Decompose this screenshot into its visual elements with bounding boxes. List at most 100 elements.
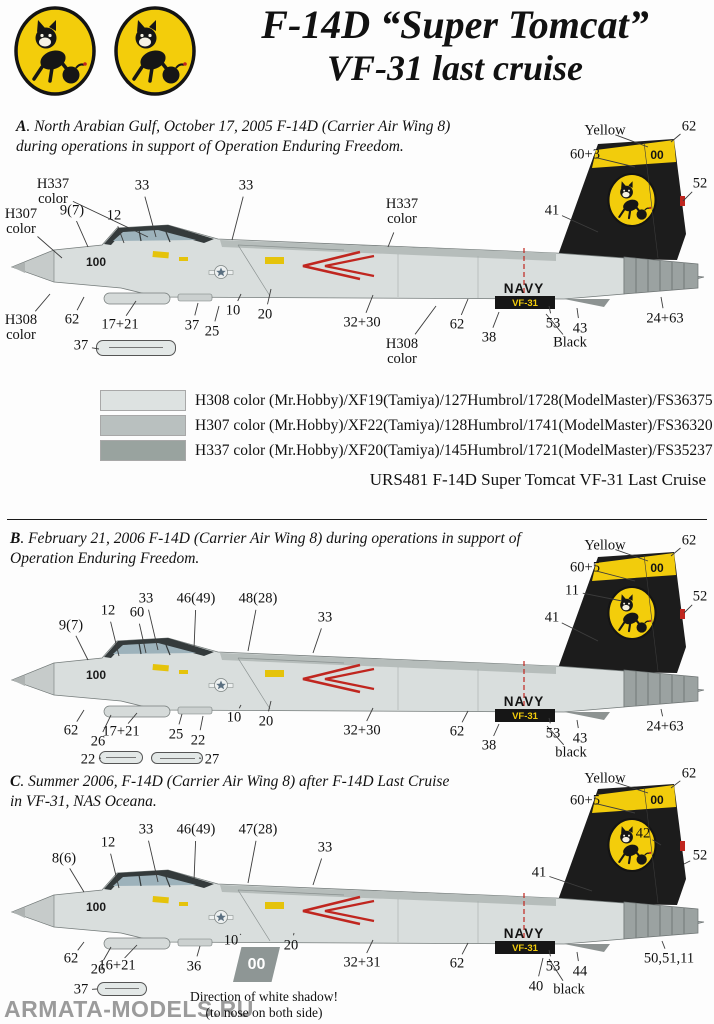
- callout-53: 53: [545, 315, 561, 332]
- caption-b: B. February 21, 2006 F-14D (Carrier Air …: [10, 529, 558, 569]
- callout-44: 44: [572, 963, 588, 980]
- callout-10: 10: [225, 302, 241, 319]
- callout-42: 42: [635, 825, 651, 842]
- callout-17+21: 17+21: [102, 723, 140, 740]
- spare-part-drawing: [97, 982, 147, 996]
- callout-33: 33: [134, 177, 150, 194]
- title-line-1: F-14D “Super Tomcat”: [261, 2, 649, 47]
- callout-h337-color: H337 color: [36, 175, 70, 207]
- color-swatch: [100, 415, 186, 436]
- callout-52: 52: [692, 175, 708, 192]
- callout-62: 62: [449, 955, 465, 972]
- caption-c: C. Summer 2006, F-14D (Carrier Air Wing …: [10, 772, 462, 812]
- callout-12: 12: [100, 602, 116, 619]
- callout-33: 33: [138, 590, 154, 607]
- callout-47-28-: 47(28): [238, 821, 278, 838]
- page-title: F-14D “Super Tomcat” VF-31 last cruise: [200, 2, 710, 90]
- title-line-2: VF-31 last cruise: [326, 48, 584, 89]
- aircraft-profile-b: [8, 549, 708, 724]
- shadow-direction-note: Direction of white shadow! (to nose on b…: [158, 989, 370, 1021]
- callout-32+31: 32+31: [343, 954, 381, 971]
- caption-c-text: . Summer 2006, F-14D (Carrier Air Wing 8…: [10, 773, 450, 810]
- callout-43: 43: [572, 730, 588, 747]
- callout-25: 25: [204, 323, 220, 340]
- callout-38: 38: [481, 737, 497, 754]
- leader-line: [493, 723, 500, 737]
- callout-62: 62: [449, 316, 465, 333]
- callout-37: 37: [73, 337, 89, 354]
- color-swatch: [100, 440, 186, 461]
- leader-line: [538, 957, 544, 977]
- callout-yellow: Yellow: [584, 122, 626, 139]
- callout-46-49-: 46(49): [176, 821, 216, 838]
- callout-27: 27: [204, 751, 220, 768]
- callout-60+3: 60+3: [570, 146, 600, 163]
- callout-h307-color: H307 color: [4, 205, 38, 237]
- callout-black: Black: [553, 334, 587, 351]
- callout-h337-color: H337 color: [385, 195, 419, 227]
- color-table: H308 color (Mr.Hobby)/XF19(Tamiya)/127Hu…: [100, 388, 713, 463]
- callout-33: 33: [238, 177, 254, 194]
- callout-62: 62: [63, 722, 79, 739]
- color-table-row: H307 color (Mr.Hobby)/XF22(Tamiya)/128Hu…: [100, 413, 713, 438]
- color-row-label: H307 color (Mr.Hobby)/XF22(Tamiya)/128Hu…: [195, 416, 713, 434]
- callout-26: 26: [90, 961, 106, 978]
- white-shadow-sample: 00: [233, 947, 280, 982]
- callout-46-49-: 46(49): [176, 590, 216, 607]
- caption-a-letter: A: [16, 118, 27, 135]
- callout-52: 52: [692, 847, 708, 864]
- callout-33: 33: [138, 821, 154, 838]
- spare-part-drawing: [151, 752, 203, 764]
- callout-62: 62: [449, 723, 465, 740]
- callout-h308-color: H308 color: [4, 311, 38, 343]
- callout-60+5: 60+5: [570, 792, 600, 809]
- callout-20: 20: [283, 937, 299, 954]
- callout-32+30: 32+30: [343, 314, 381, 331]
- callout-20: 20: [258, 713, 274, 730]
- caption-a-text: . North Arabian Gulf, October 17, 2005 F…: [16, 118, 451, 155]
- callout-62: 62: [63, 950, 79, 967]
- callout-26: 26: [90, 733, 106, 750]
- caption-c-letter: C: [10, 773, 21, 790]
- callout-24+63: 24+63: [646, 310, 684, 327]
- color-row-label: H308 color (Mr.Hobby)/XF19(Tamiya)/127Hu…: [195, 391, 713, 409]
- callout-9-7-: 9(7): [59, 202, 85, 219]
- callout-32+30: 32+30: [343, 722, 381, 739]
- callout-43: 43: [572, 320, 588, 337]
- product-code: URS481 F-14D Super Tomcat VF-31 Last Cru…: [369, 470, 706, 489]
- color-table-row: H308 color (Mr.Hobby)/XF19(Tamiya)/127Hu…: [100, 388, 713, 413]
- squadron-badge-icon: [12, 5, 98, 97]
- callout-black: black: [555, 744, 587, 761]
- callout-52: 52: [692, 588, 708, 605]
- color-swatch: [100, 390, 186, 411]
- callout-22: 22: [190, 732, 206, 749]
- callout-37: 37: [73, 981, 89, 998]
- section-divider: [7, 519, 707, 520]
- caption-b-letter: B: [10, 530, 21, 547]
- callout-62: 62: [681, 532, 697, 549]
- callout-41: 41: [544, 202, 560, 219]
- callout-black: black: [553, 981, 585, 998]
- color-row-label: H337 color (Mr.Hobby)/XF20(Tamiya)/145Hu…: [195, 441, 713, 459]
- shadow-note-line-2: (to nose on both side): [205, 1004, 323, 1020]
- callout-yellow: Yellow: [584, 537, 626, 554]
- callout-38: 38: [481, 329, 497, 346]
- callout-24+63: 24+63: [646, 718, 684, 735]
- leader-line: [492, 311, 500, 328]
- caption-b-text: . February 21, 2006 F-14D (Carrier Air W…: [10, 530, 521, 567]
- callout-40: 40: [528, 978, 544, 995]
- callout-37: 37: [184, 317, 200, 334]
- callout-53: 53: [545, 958, 561, 975]
- callout-12: 12: [100, 834, 116, 851]
- spare-part-drawing: [99, 751, 143, 764]
- color-table-row: H337 color (Mr.Hobby)/XF20(Tamiya)/145Hu…: [100, 438, 713, 463]
- callout-17+21: 17+21: [101, 316, 139, 333]
- callout-62: 62: [681, 765, 697, 782]
- spare-part-drawing: [96, 340, 176, 356]
- callout-62: 62: [681, 118, 697, 135]
- watermark: ARMATA-MODELS.RU: [4, 996, 254, 1022]
- callout-50-51-11: 50,51,11: [643, 950, 695, 967]
- callout-25: 25: [168, 726, 184, 743]
- callout-10: 10: [226, 709, 242, 726]
